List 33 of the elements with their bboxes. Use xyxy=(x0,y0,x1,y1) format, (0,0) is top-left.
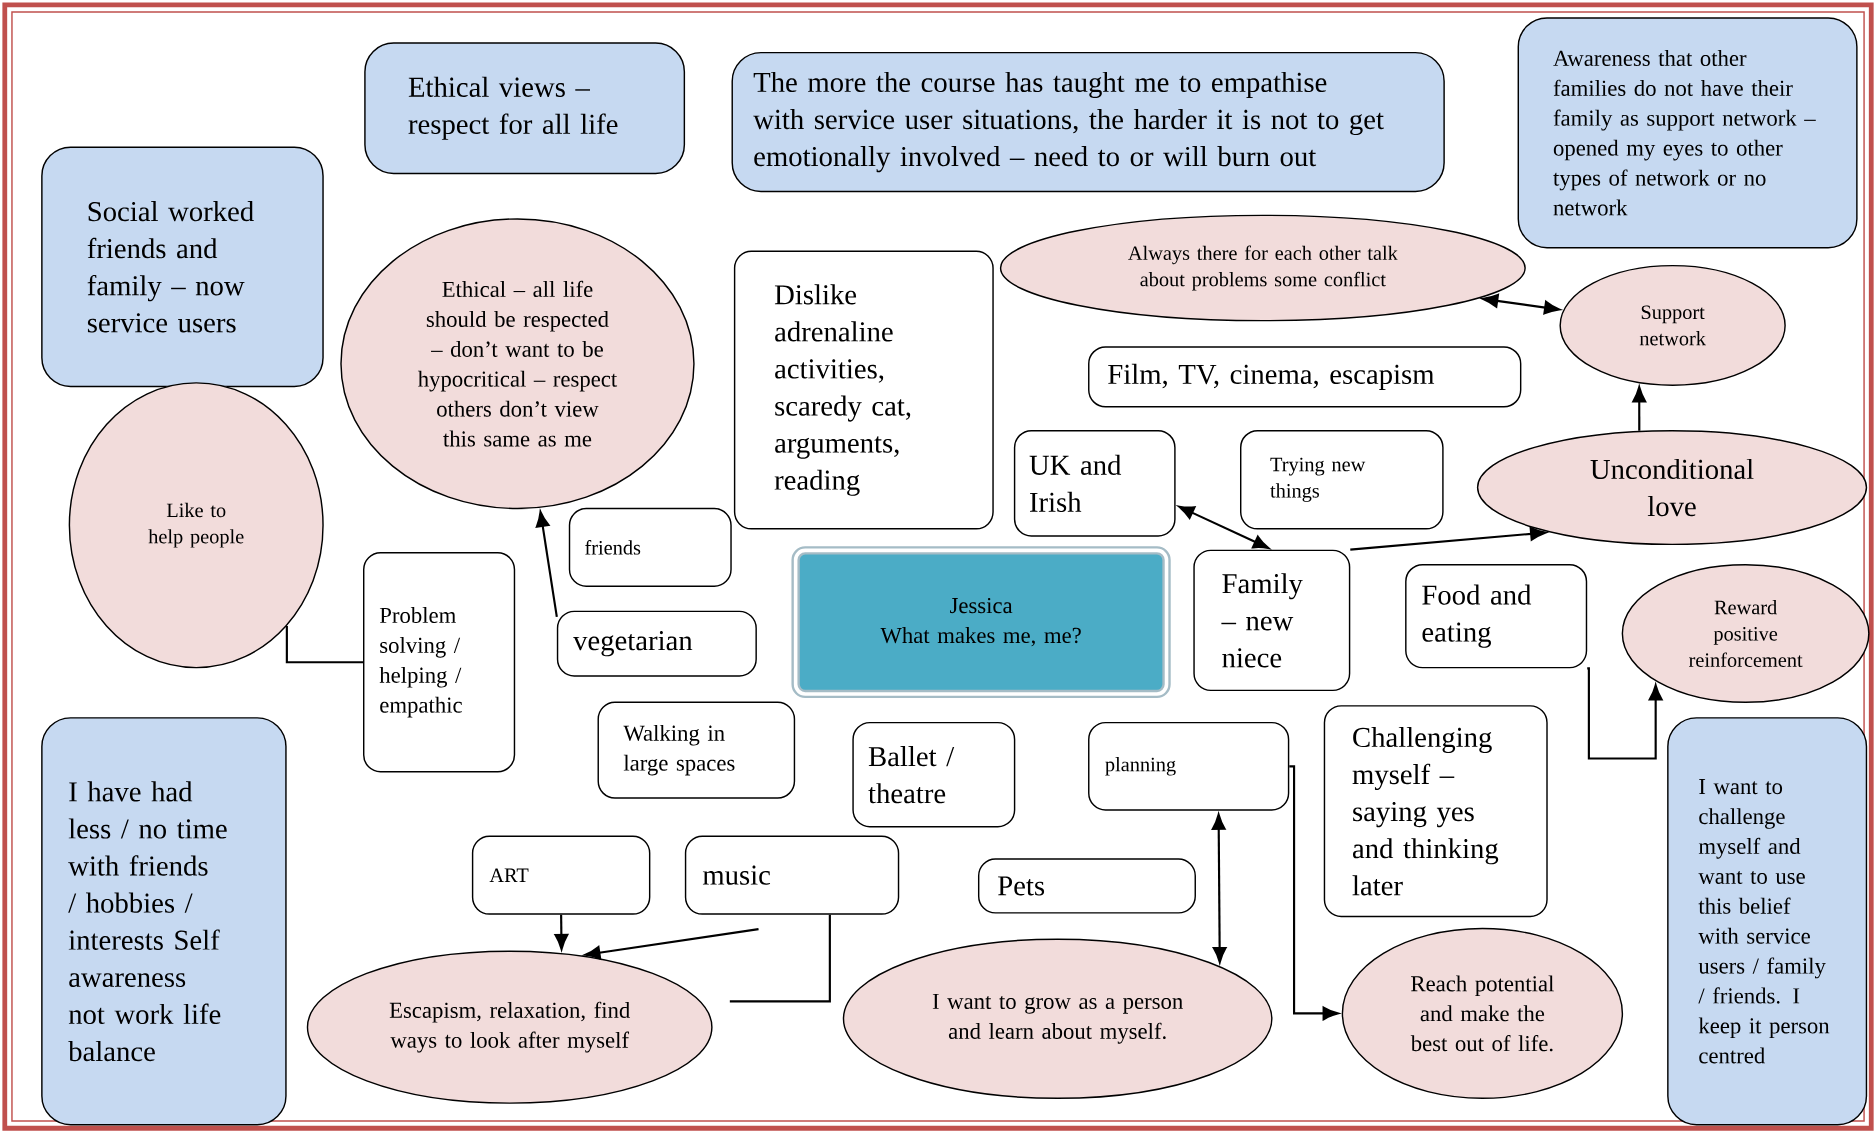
note-box: I want to challenge myself and want to use this belief with service users / family / friends. I keep it person centred xyxy=(1667,717,1868,1126)
topic-box: friends xyxy=(568,507,732,587)
topic-box: Walking in large spaces xyxy=(597,701,796,799)
topic-box: Ballet / theatre xyxy=(852,721,1016,828)
topic-box: Challenging myself – saying yes and thinking later xyxy=(1323,705,1548,918)
topic-box: Film, TV, cinema, escapism xyxy=(1088,346,1522,408)
topic-box: Food and eating xyxy=(1405,564,1588,669)
topic-box: Dislike adrenaline activities, scaredy cat, arguments, reading xyxy=(733,250,994,530)
arrow xyxy=(1211,813,1227,964)
topic-box: Trying new things xyxy=(1240,430,1444,530)
note-box: The more the course has taught me to empathise with service user situations, the harder it is not to get emotionally involved – need to or will burn out xyxy=(731,51,1445,193)
note-box: Social worked friends and family – now service users xyxy=(41,146,324,388)
arrow xyxy=(1632,386,1647,431)
topic-box: UK and Irish xyxy=(1013,430,1176,537)
arrow xyxy=(1482,294,1561,315)
topic-box: Problem solving / helping / empathic xyxy=(363,552,516,773)
arrow xyxy=(535,511,558,618)
topic-box: Pets xyxy=(977,858,1196,914)
topic-box: Family – new niece xyxy=(1193,549,1351,692)
note-box: Awareness that other families do not have their family as support network – opened my eyes to other types of network or no network xyxy=(1517,17,1858,249)
topic-box: music xyxy=(684,835,900,915)
arrow xyxy=(1586,667,1663,760)
arrow xyxy=(1289,765,1339,1021)
note-box: I have had less / no time with friends / hobbies / interests Self awareness not work life balance xyxy=(41,717,287,1126)
connector-line xyxy=(729,914,831,1003)
topic-box: ART xyxy=(471,835,651,915)
connector-line xyxy=(285,625,363,664)
topic-box: planning xyxy=(1088,721,1290,811)
arrow xyxy=(584,928,759,960)
arrow xyxy=(1178,505,1270,549)
note-box: Ethical views – respect for all life xyxy=(364,42,686,175)
title-plaque: Jessica What makes me, me? xyxy=(791,546,1171,699)
topic-box: vegetarian xyxy=(556,610,757,677)
